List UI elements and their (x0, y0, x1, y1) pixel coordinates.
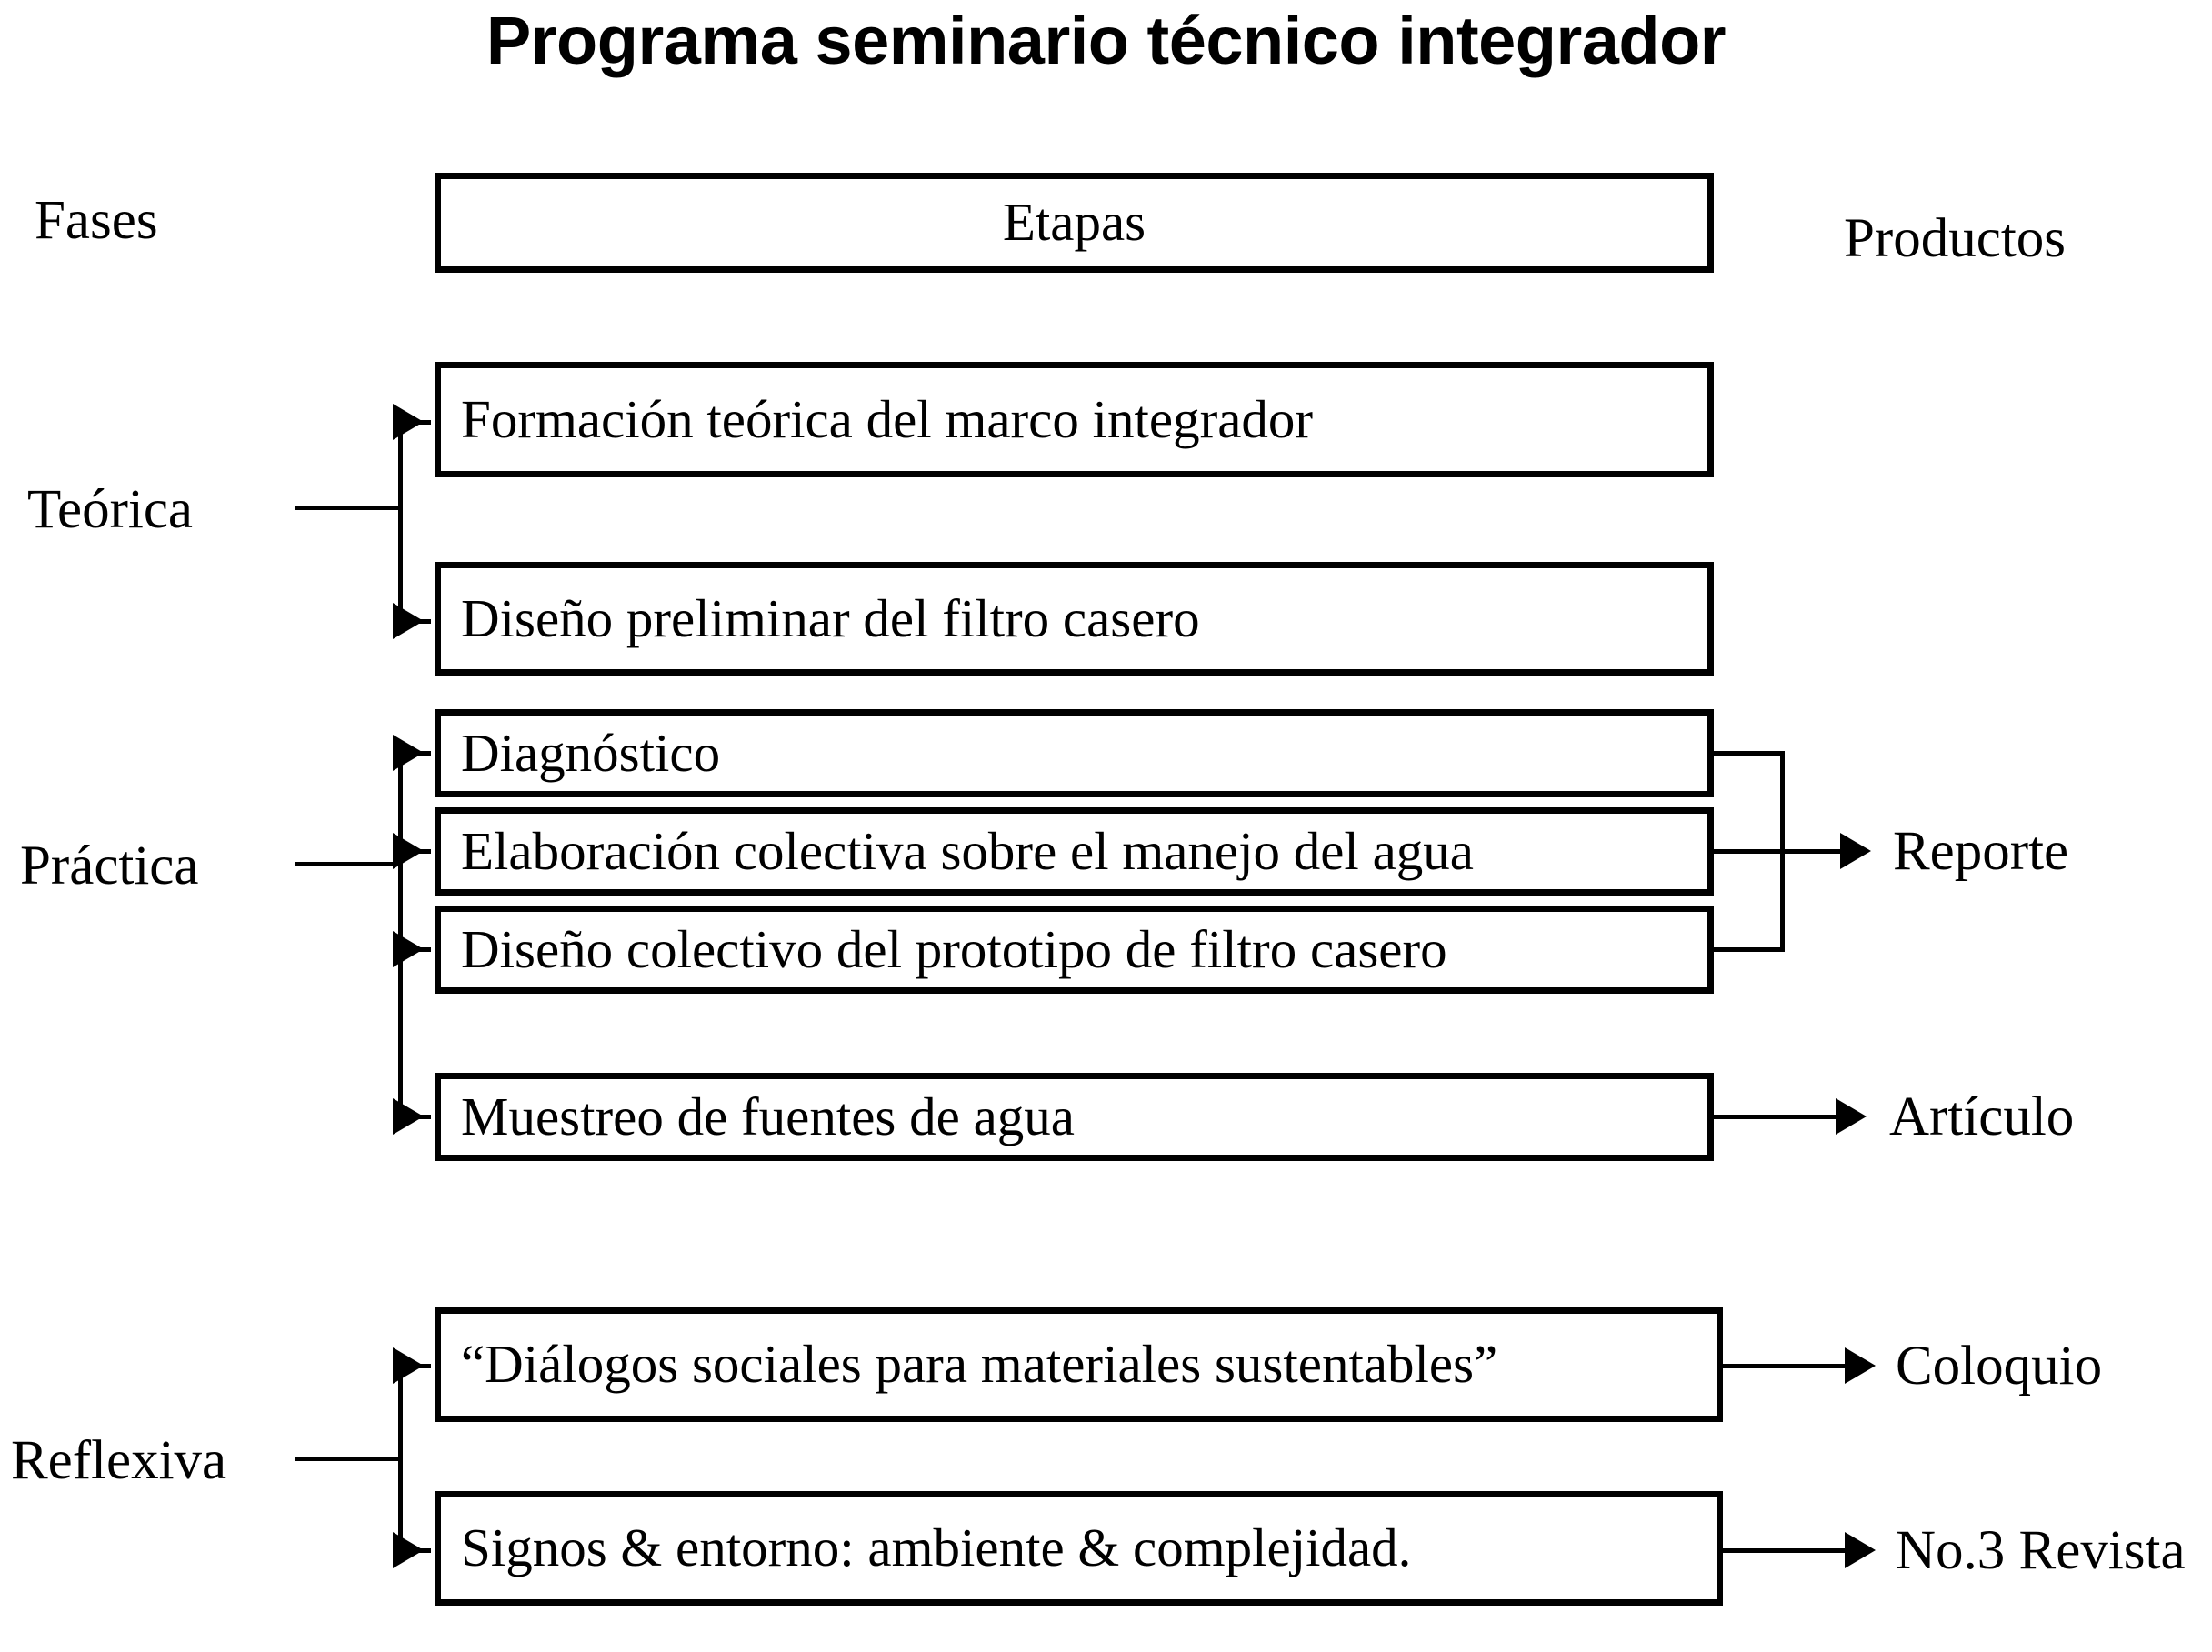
stage-box-dialogos-sociales[interactable]: “Diálogos sociales para materiales suste… (435, 1307, 1723, 1422)
stage-label: Diseño preliminar del filtro casero (461, 587, 1200, 648)
connector-reporte-out (1780, 849, 1846, 854)
connector-articulo (1714, 1115, 1841, 1119)
arrow-practica-stage-4 (393, 1098, 424, 1135)
stage-label: Muestreo de fuentes de agua (461, 1086, 1075, 1146)
arrow-practica-stage-1 (393, 735, 424, 771)
arrow-reflexiva-stage-2 (393, 1532, 424, 1568)
stage-label: Diseño colectivo del prototipo de filtro… (461, 918, 1447, 979)
stage-label: Signos & entorno: ambiente & complejidad… (461, 1517, 1412, 1578)
phase-label-teorica: Teórica (27, 479, 193, 540)
page-title: Programa seminario técnico integrador (485, 3, 1727, 78)
product-label-revista: No.3 Revista (1896, 1520, 2186, 1581)
stage-label: Formación teórica del marco integrador (461, 388, 1314, 449)
stage-box-formacion-teorica[interactable]: Formación teórica del marco integrador (435, 362, 1714, 477)
column-header-etapas: Etapas (1002, 192, 1146, 253)
arrow-practica-stage-2 (393, 833, 424, 869)
arrow-product-coloquio (1845, 1347, 1876, 1384)
connector-reflexiva-trunk (398, 1364, 403, 1553)
connector-coloquio (1723, 1364, 1850, 1368)
stage-box-diseno-preliminar[interactable]: Diseño preliminar del filtro casero (435, 562, 1714, 676)
arrow-reflexiva-stage-1 (393, 1347, 424, 1384)
arrow-practica-stage-3 (393, 931, 424, 967)
connector-revista (1723, 1548, 1850, 1553)
connector-reporte-arm-3 (1714, 947, 1785, 952)
connector-reporte-arm-1 (1714, 751, 1785, 756)
connector-reflexiva-stem (295, 1457, 403, 1461)
product-label-articulo: Artículo (1889, 1086, 2075, 1147)
stage-label: “Diálogos sociales para materiales suste… (461, 1334, 1498, 1395)
stage-label: Diagnóstico (461, 722, 721, 783)
stage-box-muestreo-fuentes[interactable]: Muestreo de fuentes de agua (435, 1073, 1714, 1161)
stage-box-elaboracion-colectiva[interactable]: Elaboración colectiva sobre el manejo de… (435, 807, 1714, 896)
etapas-header-box: Etapas (435, 173, 1714, 273)
phase-label-reflexiva: Reflexiva (11, 1430, 227, 1491)
arrow-product-articulo (1836, 1098, 1867, 1135)
column-header-fases: Fases (35, 190, 158, 251)
column-header-productos: Productos (1844, 208, 2066, 269)
product-label-coloquio: Coloquio (1896, 1336, 2103, 1397)
arrow-teorica-stage-2 (393, 603, 424, 639)
arrow-teorica-stage-1 (393, 404, 424, 440)
connector-teorica-stem (295, 506, 403, 510)
stage-label: Elaboración colectiva sobre el manejo de… (461, 820, 1474, 881)
connector-teorica-trunk (398, 420, 403, 624)
product-label-reporte: Reporte (1893, 821, 2069, 882)
stage-box-signos-entorno[interactable]: Signos & entorno: ambiente & complejidad… (435, 1491, 1723, 1606)
stage-box-diagnostico[interactable]: Diagnóstico (435, 709, 1714, 797)
phase-label-practica: Práctica (20, 836, 199, 896)
arrow-product-revista (1845, 1532, 1876, 1568)
connector-practica-stem (295, 862, 403, 866)
connector-reporte-arm-2 (1714, 849, 1785, 854)
stage-box-diseno-colectivo[interactable]: Diseño colectivo del prototipo de filtro… (435, 906, 1714, 994)
arrow-product-reporte (1840, 833, 1871, 869)
